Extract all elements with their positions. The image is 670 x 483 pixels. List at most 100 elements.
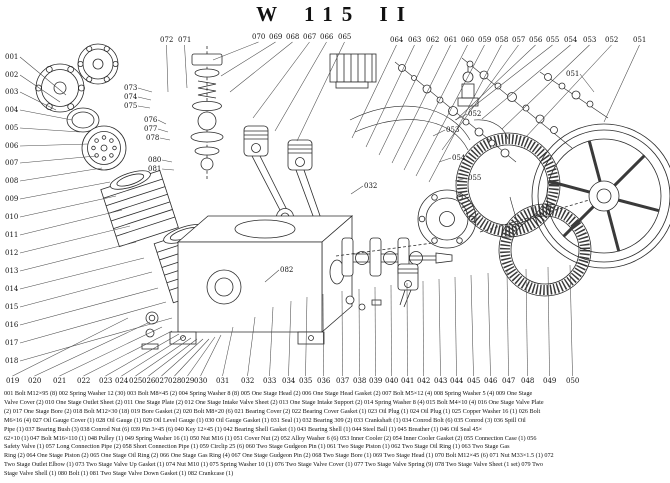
callout-011: 011: [5, 231, 19, 239]
parts-list-line: Valve Cover (2) 010 One Stage Outlet She…: [4, 398, 544, 406]
leader-line-060: [403, 44, 468, 171]
leader-line-032: [350, 185, 364, 195]
leader-line-077: [157, 128, 169, 133]
leader-line-023: [105, 333, 180, 377]
leader-line-035: [305, 296, 308, 377]
callout-077: 077: [144, 125, 158, 133]
callout-028: 028: [168, 377, 182, 385]
leader-line-020: [34, 321, 151, 377]
callout-062: 062: [426, 36, 440, 44]
leader-line-050: [569, 264, 573, 377]
callout-069: 069: [269, 33, 283, 41]
leader-line-003: [19, 91, 57, 111]
callout-056: 056: [529, 36, 543, 44]
parts-list-line: M6×16 (4) 027 Oil Gauge Cover (1) 028 Oi…: [4, 416, 526, 424]
callout-005: 005: [5, 124, 19, 132]
leader-line-075: [137, 105, 151, 109]
callout-046: 046: [484, 377, 498, 385]
leader-line-026: [148, 338, 198, 377]
callout-026: 026: [142, 377, 156, 385]
callout-031: 031: [216, 377, 230, 385]
leader-line-063: [365, 44, 415, 148]
callout-033: 033: [263, 377, 277, 385]
leader-line-082: [264, 269, 280, 283]
leader-line-009: [19, 181, 111, 200]
leader-line-065: [296, 41, 345, 142]
callout-007: 007: [5, 159, 19, 167]
parts-list-line: Pipe (1) 037 Bearing Bush (3) 038 Conrod…: [4, 425, 483, 433]
callout-049: 049: [543, 377, 557, 385]
callout-037: 037: [336, 377, 350, 385]
leader-line-074: [137, 96, 152, 101]
bearing-cover-flange: [417, 189, 477, 249]
crankcase: [169, 215, 354, 345]
callout-059: 059: [478, 36, 492, 44]
callout-024: 024: [115, 377, 129, 385]
callout-047: 047: [502, 377, 516, 385]
callout-075: 075: [124, 102, 138, 110]
callout-048: 048: [521, 377, 535, 385]
callout-078: 078: [146, 134, 160, 142]
callout-027: 027: [155, 377, 169, 385]
callout-018: 018: [5, 357, 19, 365]
leader-line-081: [161, 168, 175, 171]
parts-list-line: Safety Valve (1) 057 Long Connection Pip…: [4, 443, 510, 451]
callout-054: 054: [452, 154, 466, 162]
callout-017: 017: [5, 339, 19, 347]
callout-052: 052: [605, 36, 619, 44]
two-stage-head: [329, 53, 377, 89]
leader-line-027: [161, 338, 204, 377]
safety-valve: [457, 66, 479, 107]
callout-051: 051: [633, 36, 647, 44]
leader-lines: [12, 41, 640, 377]
callout-014: 014: [5, 285, 19, 293]
leader-line-025: [135, 337, 192, 377]
leader-line-066: [274, 41, 327, 132]
parts-list-line: 001 Bolt M12×95 (8) 002 Spring Washer 12…: [4, 390, 533, 397]
callout-082: 082: [280, 266, 294, 274]
leader-line-037: [341, 290, 343, 377]
oil-gauge-parts: [141, 311, 159, 350]
callout-080: 080: [148, 156, 162, 164]
callout-043: 043: [434, 377, 448, 385]
callout-081: 081: [148, 165, 162, 173]
callout-020: 020: [28, 377, 42, 385]
callout-019: 019: [6, 377, 20, 385]
callout-025: 025: [129, 377, 143, 385]
callout-010: 010: [5, 213, 19, 221]
callout-073: 073: [124, 84, 138, 92]
leader-line-036: [322, 293, 324, 377]
leader-line-055: [454, 177, 468, 182]
leader-line-028: [174, 338, 210, 377]
inner-coolers: [455, 119, 592, 297]
leader-line-029: [187, 336, 216, 377]
callout-016: 016: [5, 321, 19, 329]
callout-050: 050: [566, 377, 580, 385]
leader-line-068: [229, 41, 293, 93]
callout-008: 008: [5, 177, 19, 185]
leader-line-053: [432, 129, 446, 137]
leader-line-061: [391, 44, 451, 164]
callout-053: 053: [446, 126, 460, 134]
leader-line-051: [603, 44, 640, 123]
leader-line-007: [19, 155, 97, 164]
callout-051: 051: [566, 70, 580, 78]
leader-line-056: [455, 44, 536, 121]
callout-055: 055: [468, 174, 482, 182]
parts-list-line: Two Stage Outlet Elbow (1) 073 Two Stage…: [4, 461, 543, 469]
leader-line-049: [547, 266, 550, 377]
leader-line-010: [19, 195, 117, 218]
leader-line-011: [19, 209, 123, 236]
leader-line-052: [454, 113, 468, 121]
callout-030: 030: [194, 377, 208, 385]
parts-list-line: 62×10 (1) 047 Bolt M16×110 (1) 048 Pulle…: [4, 434, 537, 442]
page-title: W 115 II: [256, 2, 414, 26]
parts-list-line: (2) 017 One Stage Bore (2) 018 Bolt M12×…: [4, 407, 541, 415]
callout-066: 066: [320, 33, 334, 41]
callout-029: 029: [181, 377, 195, 385]
callout-040: 040: [385, 377, 399, 385]
two-stage-piston: [397, 263, 419, 308]
leader-line-072: [166, 44, 169, 93]
